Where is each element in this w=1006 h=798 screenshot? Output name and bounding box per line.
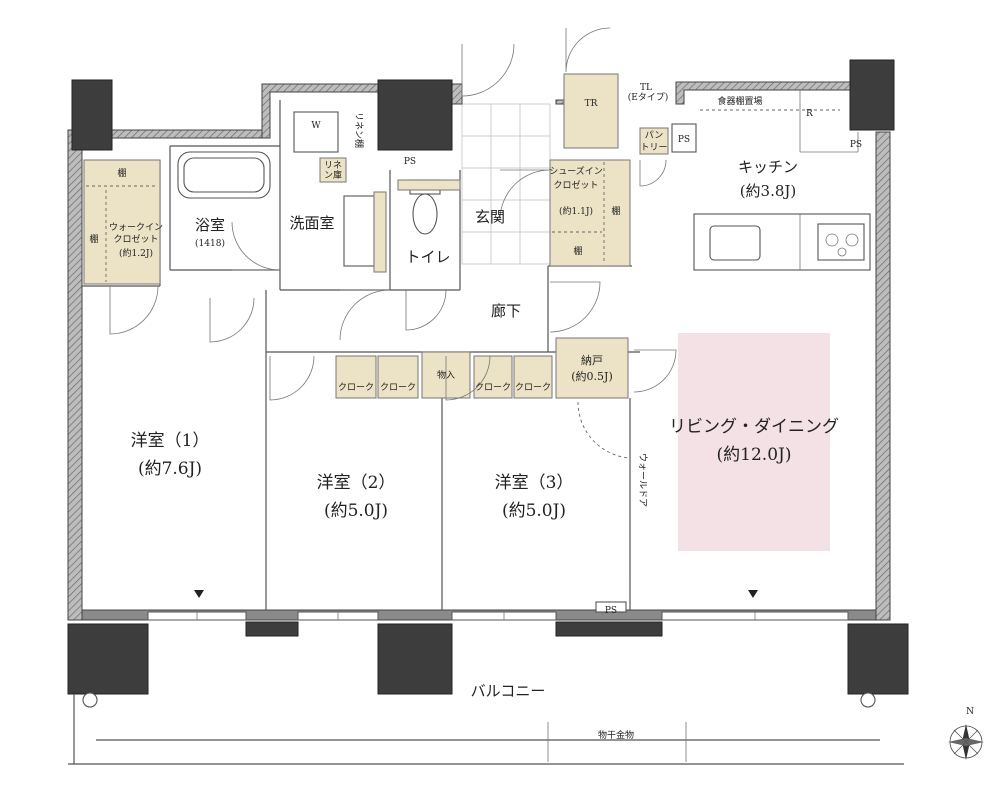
bath-size: (1418) xyxy=(195,238,225,249)
western2-area: (約5.0J) xyxy=(324,501,388,521)
tl-label: TL xyxy=(640,83,652,93)
window-marker-living xyxy=(748,590,758,598)
balcony-name: バルコニー xyxy=(471,682,546,700)
washroom-name: 洗面室 xyxy=(289,214,334,232)
western2-name: 洋室（2） xyxy=(317,473,396,493)
walkin-closet-line2: クロゼット xyxy=(113,233,158,245)
pantry-label-2: トリー xyxy=(640,143,667,153)
tr-label: TR xyxy=(585,99,598,109)
storage-area: (約0.5J) xyxy=(571,369,613,383)
kitchen-name: キッチン xyxy=(738,158,798,176)
closet-label-3: クローク xyxy=(475,382,511,393)
ps-label-kitchen: PS xyxy=(678,135,690,145)
tableware-shelf-label: 食器棚置場 xyxy=(717,95,762,107)
compass-north-label: N xyxy=(966,707,974,717)
door-swings xyxy=(109,27,677,459)
western1-area: (約7.6J) xyxy=(138,459,202,479)
shelf-label-shoes-side: 棚 xyxy=(611,205,620,217)
balcony-windows xyxy=(147,611,849,621)
w-label: W xyxy=(311,121,321,131)
living-tint xyxy=(678,333,830,551)
living-area: (約12.0J) xyxy=(717,445,792,465)
walkin-closet-line1: ウォークイン xyxy=(109,222,163,233)
shoes-closet-line1: シューズイン xyxy=(549,165,603,177)
linen-cabinet-label-1: リネ xyxy=(324,160,342,171)
window-marker-bedroom1 xyxy=(194,590,204,598)
compass-icon: N xyxy=(948,707,984,760)
linen-shelf-label: リネン棚 xyxy=(353,112,365,148)
ps-label-washroom: PS xyxy=(404,157,416,167)
storage-name: 納戸 xyxy=(581,354,603,367)
kitchen-area: (約3.8J) xyxy=(740,182,797,200)
western3-name: 洋室（3） xyxy=(495,473,574,493)
living-name: リビング・ダイニング xyxy=(669,417,839,437)
western3-area: (約5.0J) xyxy=(502,501,566,521)
closets xyxy=(83,73,669,399)
closet-label-2: クローク xyxy=(380,382,416,393)
shelf-label-walkin-side: 棚 xyxy=(89,233,98,245)
pantry-label-1: パン xyxy=(645,130,663,141)
structural-pillars xyxy=(67,59,909,695)
shoes-closet-area: (約1.1J) xyxy=(559,205,593,217)
hallway-name: 廊下 xyxy=(491,302,521,320)
wall-door-label: ウォールドア xyxy=(637,453,648,507)
bath-fixtures xyxy=(177,111,375,267)
mono-ire-label: 物入 xyxy=(437,369,455,381)
bath-name: 浴室 xyxy=(195,216,225,234)
laundry-hardware-label: 物干金物 xyxy=(598,729,634,741)
closet-label-4: クローク xyxy=(515,382,551,393)
linen-cabinet-label-2: ン庫 xyxy=(324,169,342,181)
walkin-closet-area: (約1.2J) xyxy=(119,247,153,259)
kitchen-fixtures xyxy=(709,223,865,261)
balcony-outline xyxy=(68,601,904,765)
western1-name: 洋室（1） xyxy=(131,431,210,451)
shelf-label-shoes-bottom: 棚 xyxy=(573,245,582,257)
fridge-label: R xyxy=(806,109,813,119)
tl-sub-label: (Eタイプ) xyxy=(628,92,669,103)
entrance-name: 玄関 xyxy=(475,208,505,226)
closet-label-1: クローク xyxy=(338,382,374,393)
toilet-name: トイレ xyxy=(405,248,450,266)
ps-label-corner: PS xyxy=(850,140,862,150)
entrance-floor-grid xyxy=(461,103,551,265)
ps-label-bottom: PS xyxy=(605,606,617,616)
shelf-label-walkin-top: 棚 xyxy=(117,167,126,179)
shoes-closet-line2: クロゼット xyxy=(553,179,598,191)
